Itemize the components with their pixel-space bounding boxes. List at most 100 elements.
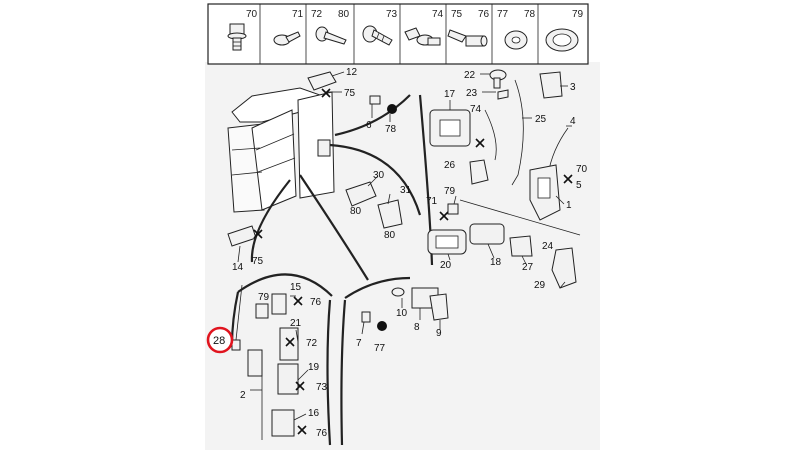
callout-labels: 12 75 6 78 22 23 3 17 74 25 4 26 70 5 1 … [232,67,588,439]
callout-label: 80 [384,230,396,241]
callout-label: 6 [366,120,372,131]
rod-28 [235,284,243,341]
callout-label: 3 [570,82,576,93]
x-markers [253,88,573,435]
highlight-callout-28[interactable]: 28 [206,326,234,354]
door-parts [227,69,581,440]
callout-label: 23 [466,88,478,99]
bolt-icon [447,29,488,47]
plate-16 [271,409,295,437]
callout-label: 29 [534,280,546,291]
callout-label: 12 [346,67,358,78]
screw-icon [315,26,347,45]
callout-label: 1 [566,200,572,211]
latch-lower [247,349,263,377]
leader-lines [237,71,572,421]
callout-label: 27 [522,262,534,273]
plug-77 [377,321,387,331]
rod-25 [511,79,524,186]
flange-bolt-icon [227,23,247,51]
callout-label: 9 [436,328,442,339]
callout-label: 25 [535,114,547,125]
latch-79b [255,303,269,319]
header-label: 71 [292,9,304,20]
callout-label: 79 [258,292,270,303]
bracket-12 [307,71,337,91]
x-mark [297,425,307,435]
hinge-30 [345,181,377,207]
fastener-strip: 70 71 72 80 73 74 75 76 77 78 79 [207,3,589,65]
x-mark [475,138,485,148]
callout-label: 18 [490,257,502,268]
callout-label: 77 [374,343,386,354]
callout-label: 72 [306,338,318,349]
header-label: 80 [338,9,350,20]
callout-label: 19 [308,362,320,373]
x-mark [563,174,573,184]
callout-label: 17 [444,89,456,100]
callout-label: 22 [464,70,476,81]
callout-label: 76 [316,428,328,439]
socket-bolt-icon [362,25,393,46]
header-label: 74 [432,9,444,20]
pin-6 [369,95,381,105]
highlight-label: 28 [213,335,225,347]
hinge-31 [377,199,403,229]
rod-24 [459,199,581,236]
callout-label: 30 [373,170,385,181]
x-mark [295,381,305,391]
callout-label: 8 [414,322,420,333]
header-label: 76 [478,9,490,20]
callout-label: 14 [232,262,244,273]
bracket-9 [429,293,449,321]
x-mark [321,88,331,98]
header-label: 72 [311,9,323,20]
x-mark [285,337,295,347]
pin-7 [361,311,371,323]
handle-18 [469,223,505,245]
catch-27 [509,235,533,257]
rod-74 [484,109,497,161]
callout-label: 80 [350,206,362,217]
x-mark [293,296,303,306]
callout-label: 10 [396,308,408,319]
plate-15 [271,293,287,315]
grommet-icon [545,28,579,52]
callout-label: 20 [440,260,452,271]
callout-label: 74 [470,104,482,115]
callout-label: 26 [444,160,456,171]
callout-label: 31 [400,185,412,196]
block-79 [447,203,459,215]
callout-label: 15 [290,282,302,293]
header-label: 70 [246,9,258,20]
hinge-19 [277,363,299,395]
callout-label: 76 [310,297,322,308]
callout-label: 16 [308,408,320,419]
callout-label: 4 [570,116,576,127]
callout-label: 75 [252,256,264,267]
clip-23 [497,89,509,100]
callout-label: 75 [344,88,356,99]
screw-icon [273,31,301,46]
header-label: 75 [451,9,463,20]
callout-label: 7 [356,338,362,349]
callout-label: 5 [576,180,582,191]
header-label: 79 [572,9,584,20]
callout-label: 71 [426,196,438,207]
plate-29 [551,247,577,289]
x-mark [439,211,449,221]
washer-icon [504,30,528,50]
callout-label: 70 [576,164,588,175]
callout-label: 21 [290,318,302,329]
latch-3 [539,71,563,99]
header-label: 73 [386,9,398,20]
plug-78 [387,104,397,114]
header-label: 77 [497,9,509,20]
callout-label: 2 [240,390,246,401]
shoulder-bolt-icon [404,27,441,46]
callout-label: 73 [316,382,328,393]
guide-26 [469,159,489,185]
cap-10 [391,287,405,297]
callout-label: 78 [385,124,397,135]
